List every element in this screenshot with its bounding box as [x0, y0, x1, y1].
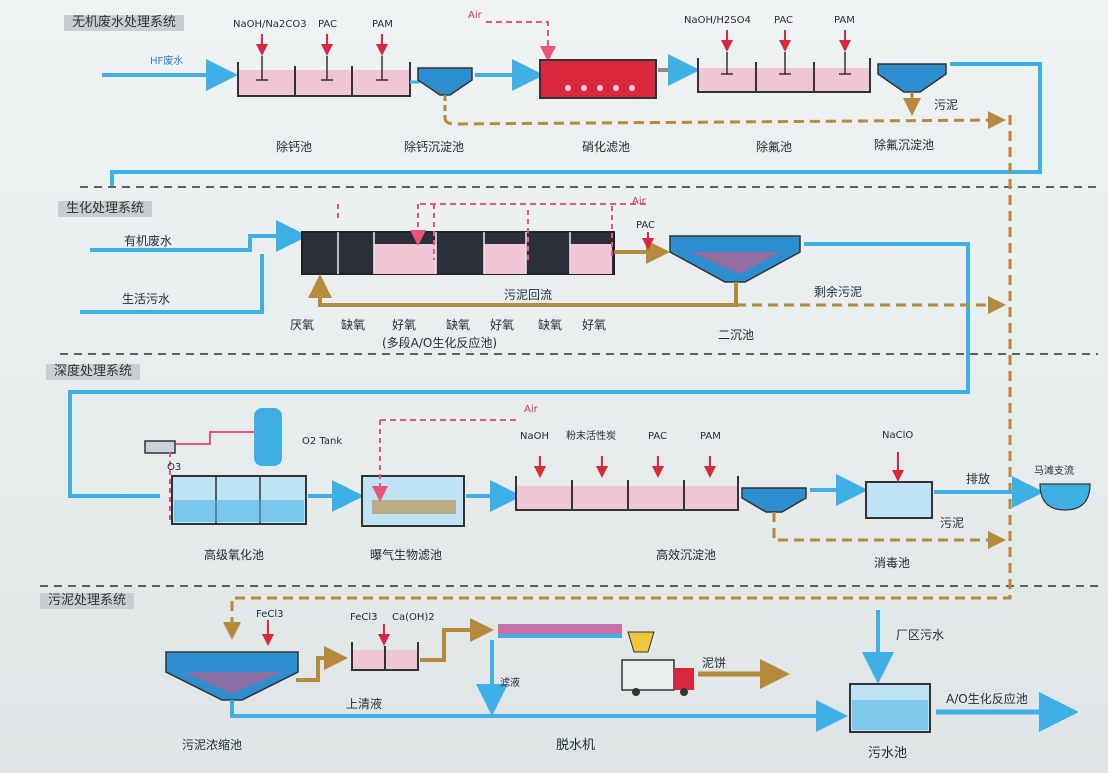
disinfection-tank [866, 452, 932, 518]
label-stage-2: 缺氧 [341, 318, 365, 332]
hds-tank [516, 456, 806, 512]
label-thickener: 污泥浓缩池 [182, 738, 242, 752]
label-pac-1: PAC [318, 19, 337, 31]
ozone-generator [145, 441, 175, 453]
river-shape [1040, 484, 1090, 510]
ozone-tank [172, 476, 306, 524]
label-discharge: 排放 [966, 472, 990, 486]
label-secondary-clarifier: 二沉池 [718, 328, 754, 342]
label-return-sludge: 污泥回流 [504, 288, 552, 302]
label-sewage-pool: 污水池 [868, 746, 907, 761]
calcium-removal-tank [238, 34, 410, 96]
section-title-biological: 生化处理系统 [58, 201, 152, 217]
label-stage-7: 好氧 [582, 318, 606, 332]
conditioning-tank [352, 624, 418, 670]
label-sludge-cake: 泥饼 [702, 656, 726, 670]
baf-tank [362, 420, 520, 526]
sludge-thickener [166, 620, 298, 700]
label-to-ao: A/O生化反应池 [946, 692, 1028, 706]
label-river: 马滩支流 [1034, 466, 1074, 478]
label-sludge-1: 污泥 [934, 98, 958, 112]
label-plant-sewage: 厂区污水 [896, 628, 944, 642]
label-o2-tank: O2 Tank [302, 436, 342, 448]
calcium-settler [418, 68, 472, 118]
inorganic-sludge-line [445, 118, 1000, 124]
truck [622, 660, 694, 696]
label-nitrification-filter: 硝化滤池 [582, 140, 630, 154]
section-inorganic [102, 22, 1040, 186]
label-naoh-na2co3: NaOH/Na2CO3 [233, 19, 307, 31]
label-o3: O3 [167, 462, 181, 474]
section-title-inorganic: 无机废水处理系统 [64, 15, 184, 31]
label-stage-5: 好氧 [490, 318, 514, 332]
label-caoh2: Ca(OH)2 [392, 612, 435, 624]
label-fecl3-2: FeCl3 [350, 612, 377, 624]
label-stage-6: 缺氧 [538, 318, 562, 332]
fluoride-removal-tank [698, 30, 870, 92]
label-naoh-2: NaOH [520, 431, 549, 443]
label-air-2: Air [632, 196, 646, 208]
label-organic-inlet: 有机废水 [124, 234, 172, 248]
filter-press [498, 624, 622, 638]
label-air-1: Air [468, 10, 482, 22]
section-biological [70, 204, 1000, 496]
label-pam-1: PAM [372, 19, 393, 31]
o2-tank [254, 408, 282, 466]
label-pac-3: PAC [636, 220, 655, 232]
label-excess-sludge: 剩余污泥 [814, 285, 862, 299]
label-fluoride-settler: 除氟沉淀池 [874, 138, 934, 152]
secondary-clarifier [670, 236, 800, 282]
label-supernatant: 上清液 [346, 697, 382, 711]
label-naclo: NaClO [882, 430, 913, 442]
label-pam-3: PAM [700, 431, 721, 443]
label-pac-4: PAC [648, 431, 667, 443]
label-domestic-inlet: 生活污水 [122, 292, 170, 306]
section-title-advanced: 深度处理系统 [46, 364, 140, 380]
label-ozone-tank: 高级氧化池 [204, 548, 264, 562]
label-disinfection-tank: 消毒池 [874, 556, 910, 570]
label-stage-3: 好氧 [392, 318, 416, 332]
label-stage-1: 厌氧 [290, 318, 314, 332]
label-hf-inlet: HF废水 [150, 56, 183, 68]
label-filtrate: 滤液 [500, 678, 520, 690]
label-fecl3-1: FeCl3 [256, 609, 283, 621]
label-pac-2: PAC [774, 15, 793, 27]
label-calcium-tank: 除钙池 [276, 140, 312, 154]
label-air-3: Air [524, 404, 538, 416]
label-sludge-2: 污泥 [940, 516, 964, 530]
label-ao-reactor: (多段A/O生化反应池) [382, 336, 497, 350]
label-naoh-h2so4: NaOH/H2SO4 [684, 15, 751, 27]
sewage-pool [850, 684, 930, 732]
nitrification-filter [540, 60, 656, 98]
label-powdered-carbon: 粉末活性炭 [566, 431, 616, 443]
label-fluoride-tank: 除氟池 [756, 140, 792, 154]
label-baf: 曝气生物滤池 [370, 548, 442, 562]
section-title-sludge: 污泥处理系统 [40, 593, 134, 609]
ao-bioreactor [302, 204, 650, 274]
label-hds: 高效沉淀池 [656, 548, 716, 562]
label-dewatering: 脱水机 [556, 738, 595, 753]
label-pam-2: PAM [834, 15, 855, 27]
label-stage-4: 缺氧 [446, 318, 470, 332]
label-calcium-settler: 除钙沉淀池 [404, 140, 464, 154]
